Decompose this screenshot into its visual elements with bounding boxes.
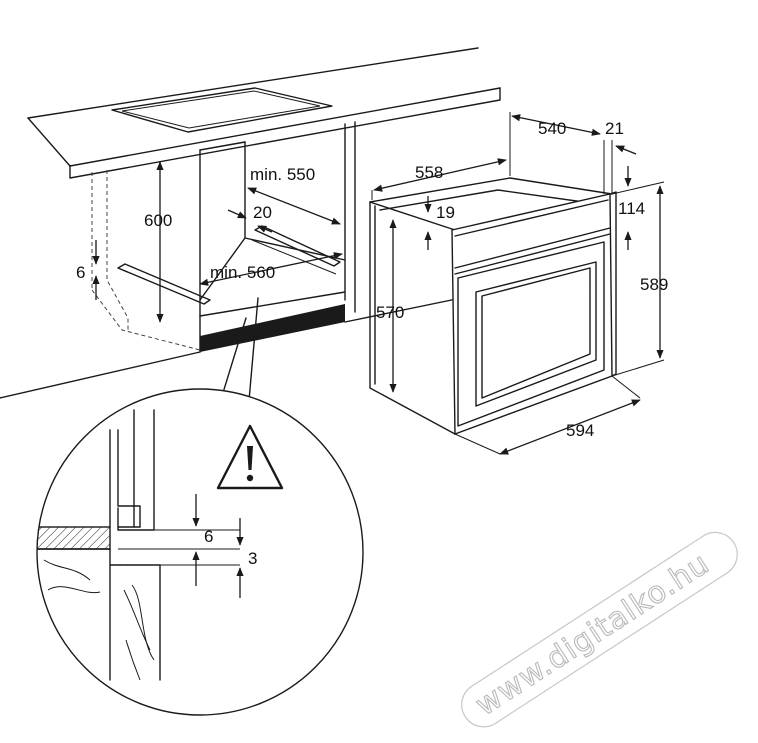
rail-20-arrow-a — [227, 209, 247, 219]
oven-dimensions — [371, 112, 665, 455]
label-21: 21 — [605, 119, 624, 138]
label-589: 589 — [640, 275, 668, 294]
watermark-text: www.digitalko.hu — [469, 546, 716, 723]
oven — [369, 177, 617, 435]
detail-label-3: 3 — [248, 549, 257, 568]
detail-label-6: 6 — [204, 527, 213, 546]
depth-550-arrow — [247, 187, 341, 225]
label-540: 540 — [538, 119, 566, 138]
watermark: www.digitalko.hu — [461, 531, 738, 728]
detail-leader-right — [247, 297, 259, 413]
watermark-frame — [461, 531, 738, 728]
label-6-shelf: 6 — [76, 263, 85, 282]
depth-558-arrow — [373, 158, 507, 192]
kitchen-cabinet — [0, 47, 501, 399]
depth-540-arrow — [511, 114, 601, 136]
label-558: 558 — [415, 163, 443, 182]
label-570: 570 — [376, 303, 404, 322]
label-19: 19 — [436, 203, 455, 222]
cabinet-dimensions — [92, 161, 343, 323]
label-600: 600 — [144, 211, 172, 230]
rail-20-arrow-b — [257, 225, 273, 233]
width-594-arrow — [499, 399, 641, 455]
label-min-560: min. 560 — [210, 263, 275, 282]
label-min-550: min. 550 — [250, 165, 315, 184]
worktop-section — [37, 526, 111, 550]
width-560-arrow — [199, 252, 343, 286]
front-21-arrow — [615, 145, 637, 155]
label-114: 114 — [618, 199, 645, 218]
hob-cutout — [111, 87, 333, 133]
detail-circle: 6 3 — [36, 388, 364, 716]
warning-triangle-icon — [216, 424, 284, 490]
label-594: 594 — [566, 421, 594, 440]
label-20: 20 — [253, 203, 272, 222]
